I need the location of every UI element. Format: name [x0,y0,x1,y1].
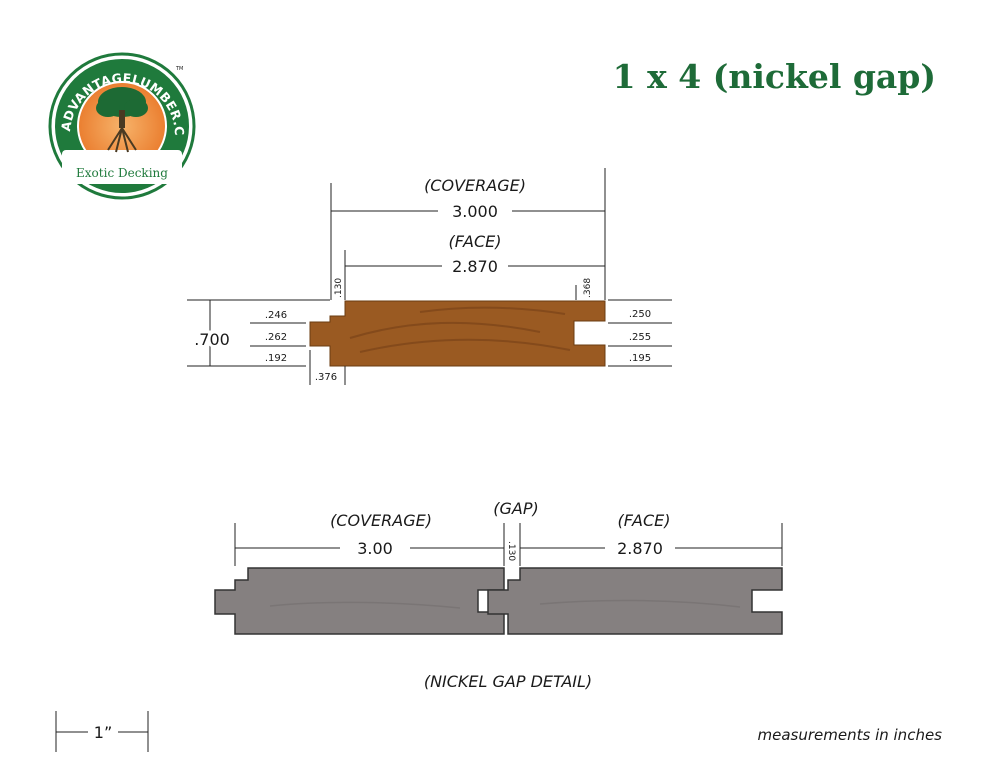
trademark-mark: TM [175,66,183,72]
gray-board-left [214,567,505,635]
detail-face-value: 2.870 [617,539,663,558]
left-dim-3: .192 [265,353,287,364]
nickel-gap-detail: (COVERAGE) 3.00 (GAP) .130 (FACE) 2.870 … [214,499,783,691]
right-dim-2: .255 [629,332,651,343]
detail-caption: (NICKEL GAP DETAIL) [424,672,592,691]
units-footnote: measurements in inches [758,726,943,744]
tree-icon [96,87,148,153]
face-value: 2.870 [452,257,498,276]
thickness-dimension: .700 [194,330,230,349]
offset-dimension: .130 [334,278,344,298]
page-title: 1 x 4 (nickel gap) [613,57,936,96]
coverage-label: (COVERAGE) [424,176,526,195]
wood-board-shape [309,300,606,367]
left-dim-1: .246 [265,310,287,321]
gap-label: (GAP) [493,499,538,518]
logo-tagline: Exotic Decking [76,166,168,180]
face-label: (FACE) [449,232,502,251]
detail-coverage-value: 3.00 [357,539,393,558]
tongue-length-dimension: .376 [315,372,337,383]
left-dim-2: .262 [265,332,287,343]
gap-value: .130 [506,541,516,561]
right-dim-1: .250 [629,309,651,320]
detail-face-label: (FACE) [618,511,671,530]
board-profile: (COVERAGE) 3.000 (FACE) 2.870 .130 .368 … [187,168,672,385]
groove-depth-dimension: .368 [583,278,593,298]
advantage-lumber-logo: ADVANTAGELUMBER.COM TM Exotic Decking [0,0,196,200]
scale-bar: 1” [55,711,149,752]
right-dim-3: .195 [629,353,651,364]
scale-label: 1” [94,723,112,742]
coverage-value: 3.000 [452,202,498,221]
detail-coverage-label: (COVERAGE) [330,511,432,530]
